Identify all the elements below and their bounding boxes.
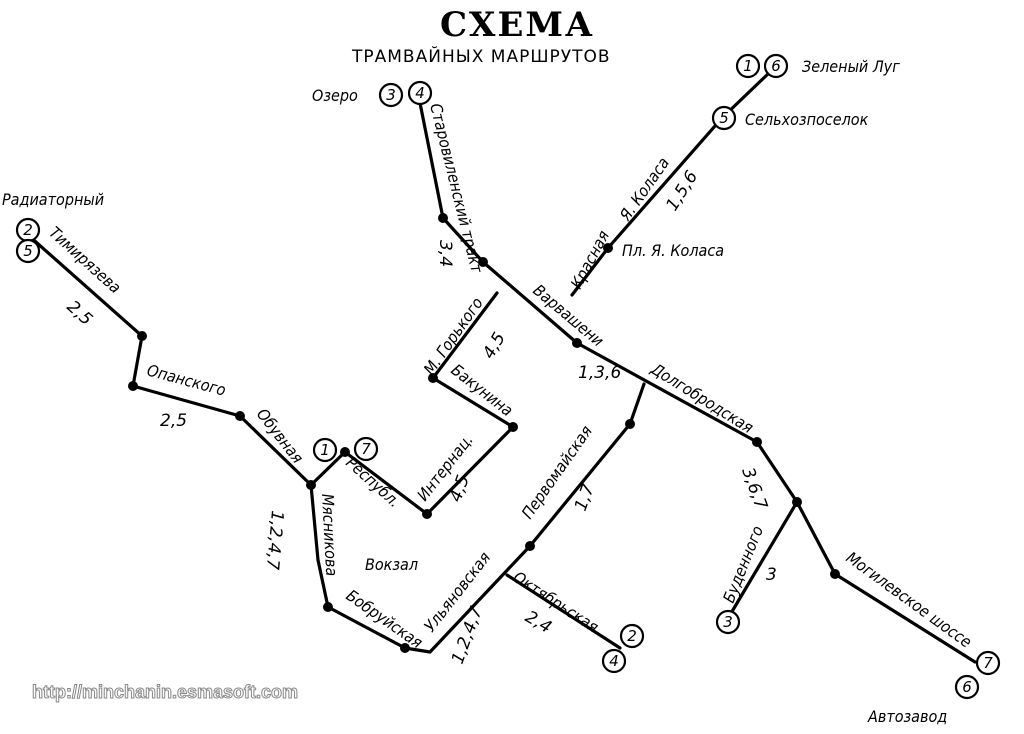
svg-text:3,6,7: 3,6,7 — [737, 465, 771, 513]
svg-text:2,4: 2,4 — [522, 607, 555, 638]
svg-text:Бобруйская: Бобруйская — [343, 586, 427, 653]
svg-text:1,3,6: 1,3,6 — [578, 363, 621, 383]
svg-text:Могилевское шоссе: Могилевское шоссе — [843, 548, 976, 652]
svg-text:2,5: 2,5 — [160, 411, 187, 431]
terminal-radiatorny: Радиаторный 2 5 — [2, 190, 104, 264]
svg-text:5: 5 — [23, 242, 33, 260]
terminal-zeleny-lug: 1 6 Зеленый Луг — [735, 53, 900, 79]
svg-text:3,4: 3,4 — [435, 240, 455, 267]
svg-text:3: 3 — [766, 565, 777, 585]
svg-text:Радиаторный: Радиаторный — [2, 190, 104, 209]
svg-text:1: 1 — [320, 441, 330, 459]
svg-text:Я. Колаcа: Я. Колаcа — [615, 154, 673, 225]
svg-text:Вокзал: Вокзал — [365, 555, 418, 574]
svg-text:Сельхозпоселок: Сельхозпоселок — [745, 110, 869, 129]
svg-text:М. Горького: М. Горького — [420, 294, 487, 379]
svg-text:6: 6 — [771, 57, 781, 75]
svg-text:1,2,4,7: 1,2,4,7 — [262, 510, 287, 571]
svg-text:Варвашени: Варвашени — [529, 281, 607, 351]
svg-text:Зеленый Луг: Зеленый Луг — [802, 57, 900, 76]
stop-dots — [128, 213, 840, 653]
svg-text:Автозавод: Автозавод — [867, 707, 947, 726]
terminal-avtozavod: 7 6 Автозавод — [867, 650, 1001, 726]
svg-text:1,2,4,7: 1,2,4,7 — [448, 604, 487, 667]
svg-text:7: 7 — [361, 440, 371, 458]
svg-text:Республ.: Республ. — [342, 453, 404, 511]
svg-text:2: 2 — [23, 221, 33, 239]
terminal-ozero: Озеро 3 4 — [312, 80, 433, 108]
svg-text:Октябрьская: Октябрьская — [510, 567, 603, 636]
map-title: СХЕМА — [440, 5, 595, 45]
line-radiatorny-obuvnaya — [26, 233, 347, 487]
svg-text:2,5: 2,5 — [63, 297, 96, 330]
svg-text:4,5: 4,5 — [479, 329, 510, 362]
map-subtitle: ТРАМВАЙНЫХ МАРШРУТОВ — [351, 45, 611, 67]
terminal-selkhozposelok: 5 Сельхозпоселок — [711, 105, 869, 131]
svg-text:3: 3 — [723, 613, 733, 631]
svg-text:4: 4 — [609, 652, 619, 670]
terminal-oktyabrskaya: 2 4 — [601, 623, 645, 674]
svg-text:5: 5 — [719, 109, 729, 127]
svg-text:4,5: 4,5 — [446, 472, 474, 504]
line-ozero-avtozavod — [418, 101, 977, 664]
svg-text:3: 3 — [386, 86, 396, 104]
terminal-respubl: 1 7 — [312, 436, 379, 463]
svg-text:Пл. Я. Коласа: Пл. Я. Коласа — [622, 241, 724, 260]
svg-text:Мясникова: Мясникова — [318, 493, 341, 576]
svg-text:7: 7 — [983, 654, 993, 672]
svg-text:6: 6 — [962, 678, 972, 696]
svg-text:1: 1 — [743, 57, 753, 75]
svg-text:1,7: 1,7 — [571, 481, 599, 513]
svg-text:4: 4 — [415, 84, 425, 102]
svg-text:Красная: Красная — [567, 227, 614, 292]
svg-text:Озеро: Озеро — [312, 86, 358, 105]
line-oktyabrskaya — [505, 573, 622, 650]
watermark: http://minchanin.esmasoft.com — [32, 682, 298, 702]
terminal-budennogo: 3 — [715, 609, 741, 635]
line-zeleny-lug-kolasa — [570, 70, 772, 297]
svg-text:2: 2 — [627, 627, 637, 645]
svg-text:1,5,6: 1,5,6 — [662, 167, 702, 214]
line-myasnikova-pervomaiskaya — [309, 382, 646, 654]
line-budennogo — [725, 500, 799, 622]
svg-text:Бакунина: Бакунина — [448, 360, 517, 420]
svg-text:Долгобродская: Долгобродская — [647, 359, 757, 438]
